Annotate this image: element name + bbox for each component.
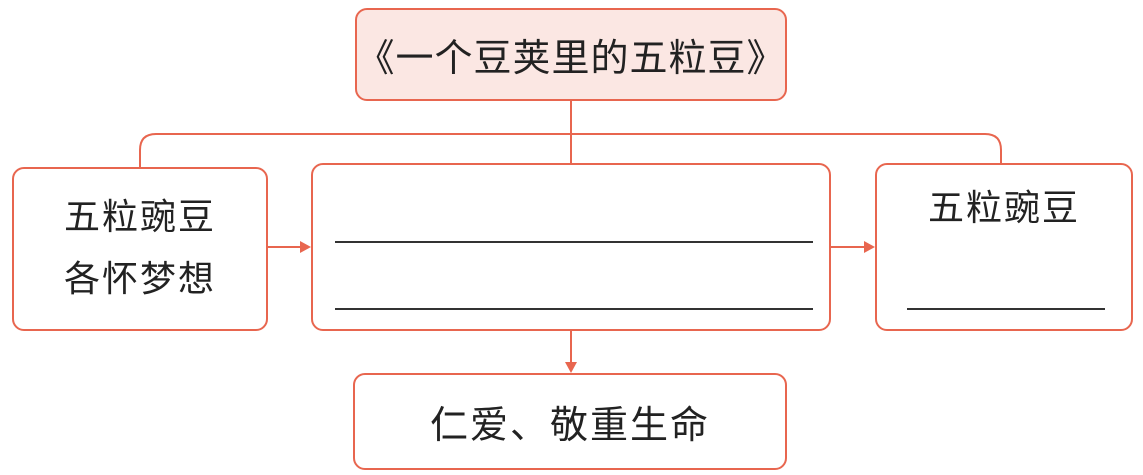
arrowhead-right-1 — [300, 241, 311, 253]
arrowhead-down — [565, 362, 577, 373]
bottom-node: 仁爱、敬重生命 — [353, 373, 787, 470]
title-text: 《一个豆荚里的五粒豆》 — [356, 36, 786, 80]
left-node-line-2: 各怀梦想 — [63, 259, 216, 300]
right-blank-line[interactable] — [907, 308, 1105, 310]
left-node: 五粒豌豆 各怀梦想 — [12, 167, 268, 331]
bottom-node-text: 仁爱、敬重生命 — [429, 403, 710, 447]
right-node-line-1: 五粒豌豆 — [927, 188, 1080, 229]
middle-blank-line-2[interactable] — [335, 308, 813, 310]
title-node: 《一个豆荚里的五粒豆》 — [355, 8, 787, 101]
arrowhead-right-2 — [864, 241, 875, 253]
middle-blank-line-1[interactable] — [335, 241, 813, 243]
right-node: 五粒豌豆 — [875, 163, 1133, 331]
middle-node — [311, 163, 831, 331]
left-node-line-1: 五粒豌豆 — [63, 197, 216, 238]
